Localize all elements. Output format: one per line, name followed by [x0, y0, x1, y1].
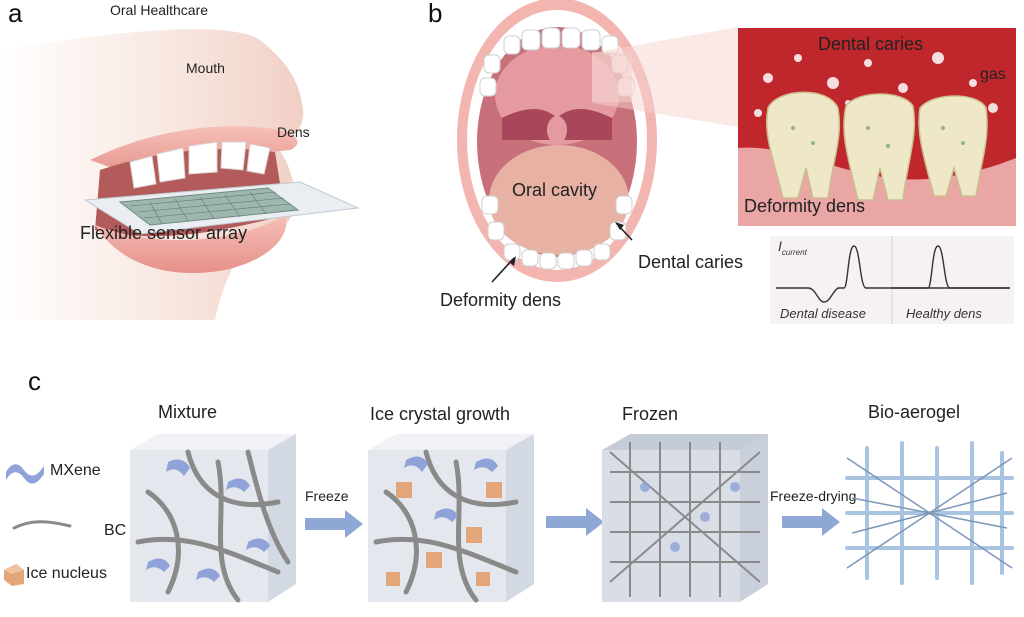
cube-ice-growth: [368, 434, 534, 603]
graph-ylabel: Icurrent: [778, 238, 807, 257]
graph-label-left: Dental disease: [780, 306, 866, 321]
inset-gas: gas: [980, 66, 1006, 83]
panel-a-title: Oral Healthcare: [110, 2, 209, 18]
panel-a-letter: a: [8, 0, 23, 28]
arrow-freeze: [305, 510, 363, 538]
graph-label-right: Healthy dens: [906, 306, 982, 321]
stage-title-bio-aerogel: Bio-aerogel: [868, 402, 961, 422]
label-deformity-dens: Deformity dens: [440, 290, 562, 310]
panel-b-letter: b: [428, 0, 443, 28]
graph-ylabel-sub: current: [781, 247, 807, 257]
legend-bc-label: BC: [104, 522, 127, 539]
legend-mxene-icon: [6, 464, 44, 484]
arrow-freeze-drying: [782, 508, 840, 536]
stage-title-frozen: Frozen: [622, 404, 679, 424]
bio-aerogel-structure: [845, 441, 1014, 585]
legend-bc-icon: [12, 520, 72, 530]
mouth-illustration: [0, 29, 360, 321]
legend-mxene-label: MXene: [50, 462, 101, 479]
arrow-label-freeze-drying: Freeze-drying: [770, 488, 857, 504]
arrow-step-2: [546, 508, 604, 536]
caries-inset: [738, 28, 1016, 226]
legend-ice-label: Ice nucleus: [26, 565, 107, 582]
label-oral-cavity: Oral cavity: [512, 180, 598, 200]
stage-title-mixture: Mixture: [158, 402, 218, 422]
arrow-label-freeze: Freeze: [305, 488, 349, 504]
legend-ice-icon: [4, 564, 24, 586]
panel-c-letter: c: [28, 366, 41, 396]
label-mouth: Mouth: [186, 60, 225, 76]
signal-graph: [770, 236, 1014, 324]
graph-ylabel-main: I: [778, 238, 782, 254]
zoom-connector: [592, 27, 738, 127]
label-dental-caries: Dental caries: [638, 252, 744, 272]
label-dens: Dens: [277, 124, 310, 140]
cube-mixture: [130, 434, 296, 603]
inset-title: Dental caries: [818, 34, 924, 54]
label-sensor-array: Flexible sensor array: [80, 223, 248, 243]
cube-frozen: [602, 434, 768, 602]
inset-deformity-dens: Deformity dens: [744, 196, 866, 216]
stage-title-ice-growth: Ice crystal growth: [370, 404, 511, 424]
